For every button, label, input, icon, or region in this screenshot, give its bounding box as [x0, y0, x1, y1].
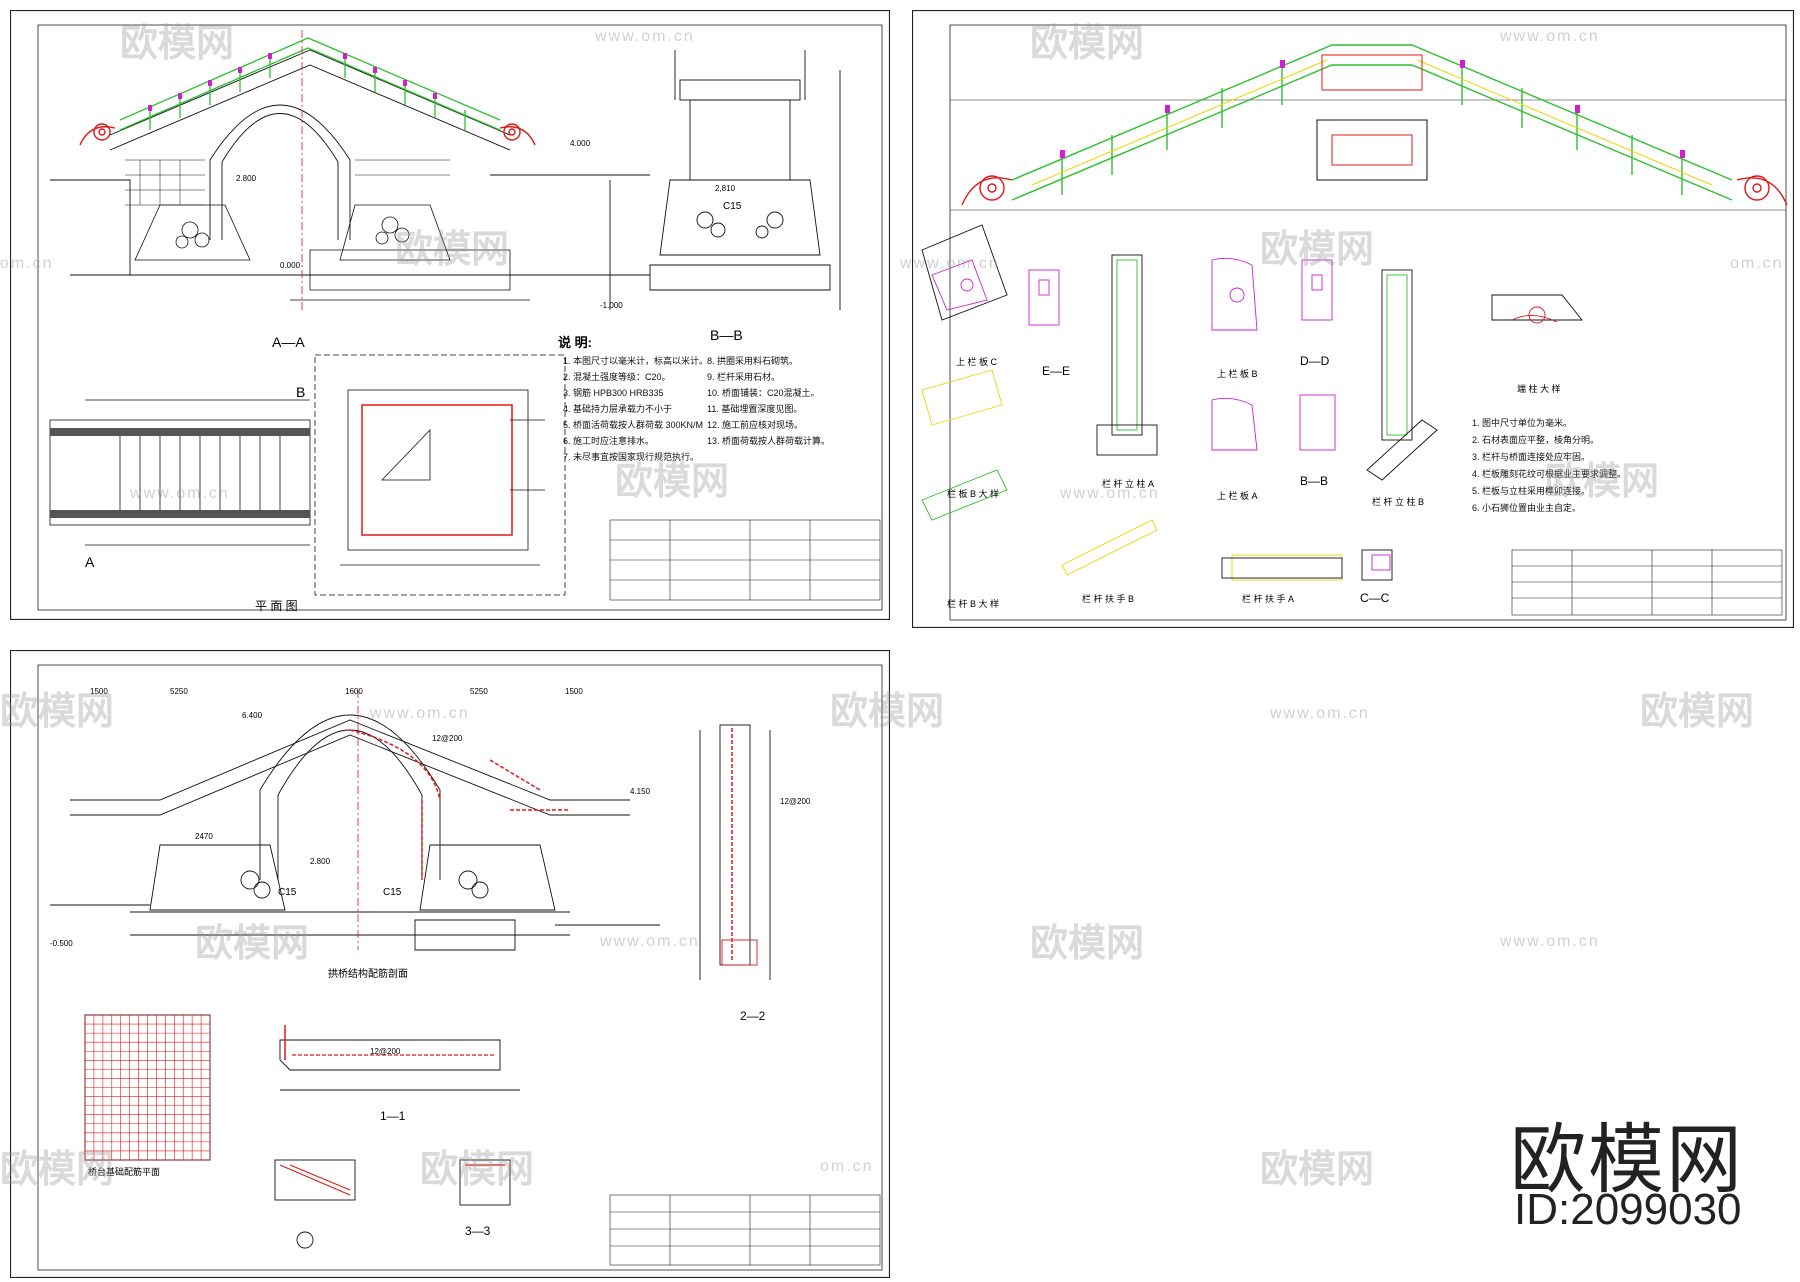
- section-11: [279, 1025, 520, 1091]
- up-a-label: 上 栏 板 A: [1217, 491, 1258, 501]
- railing-elevation: [119, 37, 501, 131]
- dim-5250-left: 5250: [170, 687, 188, 696]
- watermark-url: www.om.cn: [1270, 705, 1370, 722]
- title-plan-3: 桥台基础配筋平面: [88, 1167, 161, 1177]
- fu-b-label: 栏 杆 扶 手 B: [1082, 594, 1135, 604]
- arch-structure-section: [50, 714, 660, 951]
- sheet2-notes: 1. 图中尺寸单位为毫米。2. 石材表面应平整，棱角分明。3. 栏杆与桥面连接处…: [1472, 418, 1627, 513]
- elev-label-neg1000: -1.000: [600, 301, 623, 310]
- drawing-sheet-2: E—E D—D B—B C—C 上 栏 板 C 上 栏 板 B 上 栏 板 A …: [912, 10, 1794, 628]
- arch-elevation: [50, 49, 650, 276]
- dim-1600: 1600: [345, 687, 363, 696]
- foundation-plan-grid: [84, 1014, 211, 1161]
- section-aa-label: A—A: [272, 334, 305, 350]
- up-b-label: 上 栏 板 B: [1217, 369, 1258, 379]
- dim-1500-left: 1500: [90, 687, 108, 696]
- section-mark-b: B: [296, 384, 306, 400]
- elev-label-4000: 4.000: [570, 139, 591, 148]
- title-block-1: [609, 519, 881, 601]
- railing-posts-magenta: [148, 53, 437, 111]
- plan-view: [49, 399, 311, 546]
- brand-name: 欧模网: [1510, 1115, 1744, 1204]
- section-33: [274, 1159, 511, 1249]
- elev-label-2800: 2.800: [236, 174, 257, 183]
- end-scroll-ornaments: [79, 123, 536, 146]
- notes-list-right: 8. 拱圈采用料石砌筑。9. 栏杆采用石材。10. 桥面铺装：C20混凝土。 1…: [707, 356, 831, 446]
- elev-label-0000: 0.000: [280, 261, 301, 270]
- title-block-2: [1511, 549, 1783, 616]
- c15-label-3: C15: [278, 887, 297, 898]
- sec11-label: 1—1: [380, 1109, 406, 1123]
- elev-2800: 2.800: [310, 857, 331, 866]
- section-22: [699, 724, 771, 980]
- col-b-label: 栏 杆 立 柱 B: [1372, 497, 1425, 507]
- sheet-3-drawing: [10, 650, 890, 1278]
- dim-1500-right: 1500: [565, 687, 583, 696]
- rebar-label-1: 12@200: [432, 734, 463, 743]
- watermark-brand: 欧模网: [1640, 689, 1755, 733]
- drawing-sheet-1: A—A B—B 平 面 图 说 明: 2.800 4.000 0.000 -1.…: [10, 10, 890, 620]
- watermark-brand: 欧模网: [1030, 921, 1145, 965]
- dim-2470: 2470: [195, 832, 213, 841]
- dim-label-2810: 2,810: [715, 184, 736, 193]
- rebar-label-3: 12@200: [780, 797, 811, 806]
- notes-title: 说 明:: [558, 335, 592, 350]
- fu-a-label: 栏 杆 扶 手 A: [1242, 594, 1295, 604]
- title-elev-3: 拱桥结构配筋剖面: [328, 969, 408, 980]
- sheet-1-drawing: [10, 10, 890, 620]
- rebar-red-lines: [349, 729, 570, 880]
- section-mark-a: A: [85, 554, 95, 570]
- plan-title: 平 面 图: [255, 599, 298, 613]
- watermark-url: www.om.cn: [1500, 933, 1600, 950]
- railing-elevation-large: [1011, 44, 1733, 201]
- brand-id: ID:2099030: [1514, 1185, 1742, 1234]
- ee-label: E—E: [1042, 364, 1071, 378]
- abutment-plan: [314, 354, 566, 596]
- dd-label: D—D: [1300, 354, 1330, 368]
- watermark-brand: 欧模网: [1260, 1147, 1375, 1191]
- col-a-label: 栏 杆 立 柱 A: [1102, 479, 1155, 489]
- end-scroll-large: [961, 175, 1788, 206]
- big-label: 栏 板 B 大 样: [947, 489, 1000, 499]
- section-bb: [609, 50, 841, 310]
- c15-label-3b: C15: [383, 887, 402, 898]
- elev-4150: 4.150: [630, 787, 651, 796]
- dim-5250-right: 5250: [470, 687, 488, 696]
- drawing-sheet-3: 6.400 4.150 2.800 -0.500 C15 C15 5250 52…: [10, 650, 890, 1278]
- notes-list-left: 1. 本图尺寸以毫米计，标高以米计。2. 混凝土强度等级：C20。3. 钢筋 H…: [563, 356, 709, 462]
- board-b-label: 栏 杆 B 大 样: [947, 599, 1000, 609]
- title-block-3: [609, 1194, 881, 1266]
- detail-pieces: [921, 224, 1583, 581]
- cc-label: C—C: [1360, 591, 1390, 605]
- bb-label-2: B—B: [1300, 474, 1329, 488]
- sec33-label: 3—3: [465, 1224, 491, 1238]
- c15-label: C15: [723, 201, 742, 212]
- elev-6400: 6.400: [242, 711, 263, 720]
- sec22-label: 2—2: [740, 1009, 766, 1023]
- section-bb-label: B—B: [710, 327, 743, 343]
- elev-neg0500: -0.500: [50, 939, 73, 948]
- sheet-2-drawing: [912, 10, 1794, 628]
- up-c-label: 上 栏 板 C: [956, 357, 998, 367]
- end-label: 端 柱 大 样: [1517, 384, 1561, 394]
- rebar-label-2: 12@200: [370, 1047, 401, 1056]
